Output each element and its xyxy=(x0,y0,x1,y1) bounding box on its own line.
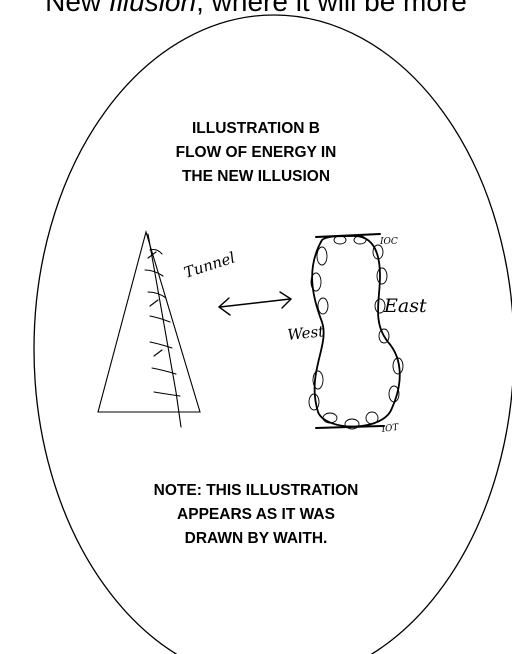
label-tunnel: Tunnel xyxy=(182,248,238,281)
double-arrow xyxy=(219,292,291,315)
title-line-1: ILLUSTRATION B xyxy=(0,117,512,141)
label-bottom: IOT xyxy=(380,423,400,436)
illustration-title: ILLUSTRATION B FLOW OF ENERGY IN THE NEW… xyxy=(0,117,512,189)
note-line-2: APPEARS AS IT WAS xyxy=(0,503,512,527)
label-top: IOC xyxy=(379,237,398,247)
cone-tick xyxy=(148,292,166,298)
oval-frame xyxy=(34,15,512,654)
cone-tick-small xyxy=(150,300,158,306)
label-east: East xyxy=(383,295,427,317)
arrow-shaft xyxy=(220,299,290,307)
illustration-note: NOTE: THIS ILLUSTRATION APPEARS AS IT WA… xyxy=(0,479,512,551)
cone-outline xyxy=(98,232,200,412)
cone-tick xyxy=(150,342,172,348)
title-line-2: FLOW OF ENERGY IN xyxy=(0,141,512,165)
label-west: West xyxy=(287,322,326,344)
note-line-3: DRAWN BY WAITH. xyxy=(0,527,512,551)
cone-sketch xyxy=(98,232,200,427)
title-line-3: THE NEW ILLUSION xyxy=(0,165,512,189)
note-line-1: NOTE: THIS ILLUSTRATION xyxy=(0,479,512,503)
flow-outline xyxy=(312,236,400,427)
cone-tick xyxy=(150,316,170,322)
cone-tick-small xyxy=(154,350,162,356)
